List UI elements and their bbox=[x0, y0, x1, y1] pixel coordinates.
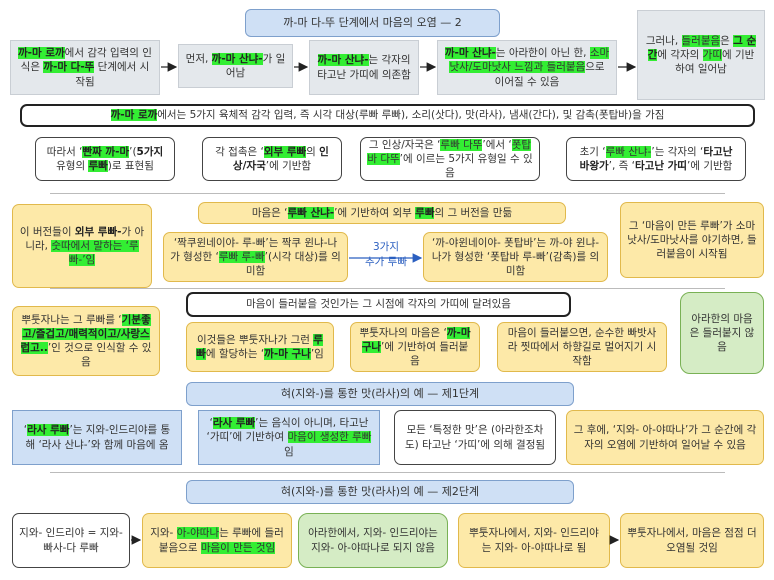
step2-box-5: 뿌툿자나에서, 마음은 점점 더 오염될 것임 bbox=[620, 513, 764, 568]
step2-title: 혀(지와-)를 통한 맛(라사)의 예 — 제2단계 bbox=[186, 480, 574, 504]
row3-left-box: 이 버전들이 외부 루빠-가 아니라, 숫따에서 말하는 ‘루빠-’임 bbox=[12, 204, 152, 288]
row4-banner: 마음이 들러붙을 것인가는 그 시점에 각자의 가띠에 달려있음 bbox=[186, 292, 571, 317]
separator-2 bbox=[50, 288, 725, 289]
row3-top-box: 마음은 ‘루빠 산냐-’에 기반하여 외부 루빠의 그 버전을 만듦 bbox=[198, 202, 566, 224]
row2-box-1: 따라서 ‘빤짜 까-마’(5가지 유형의 루빠)로 표현됨 bbox=[35, 137, 175, 181]
page-title: 까-마 다-뚜 단계에서 마음의 오염 — 2 bbox=[245, 9, 500, 37]
row1-box-2: 먼저, 까-마 산냐-가 일어남 bbox=[178, 44, 293, 88]
row4-box-1: 이것들은 뿌툿자나가 그런 루빠에 할당하는 ‘까-마 구나’임 bbox=[186, 322, 334, 372]
step1-box-4: 그 후에, ‘지와- 아-야따나’가 그 순간에 각자의 오염에 기반하여 일어… bbox=[566, 410, 764, 465]
step1-title: 혀(지와-)를 통한 맛(라사)의 예 — 제1단계 bbox=[186, 382, 574, 406]
step2-box-3: 아라한에서, 지와- 인드리야는 지와- 아-야따나로 되지 않음 bbox=[298, 513, 448, 568]
step1-box-3: 모든 ‘특정한 맛’은 (아라한조차도) 타고난 ‘가띠’에 의해 결정됨 bbox=[394, 410, 556, 465]
step1-box-2: ‘라사 루빠’는 음식이 아니며, 타고난 ‘가띠’에 기반하여 마음이 생성한… bbox=[198, 410, 380, 465]
row1-box-3: 까-마 산냐-는 각자의 타고난 가띠에 의존함 bbox=[309, 40, 419, 95]
row2-box-2: 각 접촉은 ‘외부 루빠의 인상/자국’에 기반함 bbox=[202, 137, 342, 181]
step2-box-4: 뿌툿자나에서, 지와- 인드리야는 지와- 아-야따나로 됨 bbox=[458, 513, 610, 568]
row2-box-3: 그 인상/자국은 ‘루빠 다뚜’에서 ‘폿탑바 다뚜’에 이르는 5가지 유형일… bbox=[360, 137, 540, 181]
step1-box-1: ‘라사 루빠’는 지와-인드리야를 통해 ‘라사 산냐-’와 함께 마음에 옴 bbox=[12, 410, 182, 465]
arahant-box: 아라한의 마음은 들러붙지 않음 bbox=[680, 292, 764, 374]
row4-left-box: 뿌툿자나는 그 루빠를 ‘기분좋고/즐겁고/매력적이고/사랑스럽고..’인 것으… bbox=[12, 306, 160, 376]
row3-mid-right-box: ‘까-야윈네이야- 폿탑바’는 까-야 윈냐-나가 형성한 ‘폿탑바 루-빠’(… bbox=[423, 232, 608, 282]
row1-box-4: 까-마 산냐-는 아라한이 아닌 한, 소마낫사/도마낫사 느낌과 들러붙음으로… bbox=[437, 40, 617, 95]
separator-3 bbox=[50, 472, 725, 473]
row2-box-4: 초기 ‘루빠 산냐-’는 각자의 ‘타고난 바왕가’, 즉 ‘타고난 가띠’에 … bbox=[566, 137, 746, 181]
separator-1 bbox=[50, 193, 725, 194]
row1-box-5: 그러나, 들러붙음은 그 순간에 각자의 가띠에 기반하여 일어남 bbox=[637, 10, 765, 100]
arrow-label: 3가지 추가 루빠 bbox=[365, 241, 407, 268]
row3-right-box: 그 ‘마음이 만든 루빠’가 소마낫사/도마낫사를 야기하면, 들러붙음이 시작… bbox=[620, 202, 764, 278]
row4-box-3: 마음이 들러붙으면, 순수한 빠밧사라 찟따에서 하향길로 멀어지기 시작함 bbox=[497, 322, 667, 372]
row3-mid-left-box: ‘짝쿠윈네이야- 루-빠’는 짝쿠 윈냐-나가 형성한 ‘루빠 루-빠’(시각 … bbox=[163, 232, 348, 282]
step2-box-2: 지와- 아-야따나는 루빠에 들러붙음으로 마음이 만든 것임 bbox=[142, 513, 292, 568]
row1-box-1: 까-마 로까에서 감각 입력의 인식은 까-마 다-뚜 단계에서 시작됨 bbox=[10, 40, 160, 95]
kama-loka-banner: 까-마 로까에서는 5가지 육체적 감각 입력, 즉 시각 대상(루빠 루빠),… bbox=[20, 104, 755, 127]
row4-box-2: 뿌툿자나의 마음은 ‘까-마 구나’에 기반하여 들러붙음 bbox=[350, 322, 480, 372]
step2-box-1: 지와- 인드리야 = 지와- 빠사-다 루빠 bbox=[12, 513, 130, 568]
